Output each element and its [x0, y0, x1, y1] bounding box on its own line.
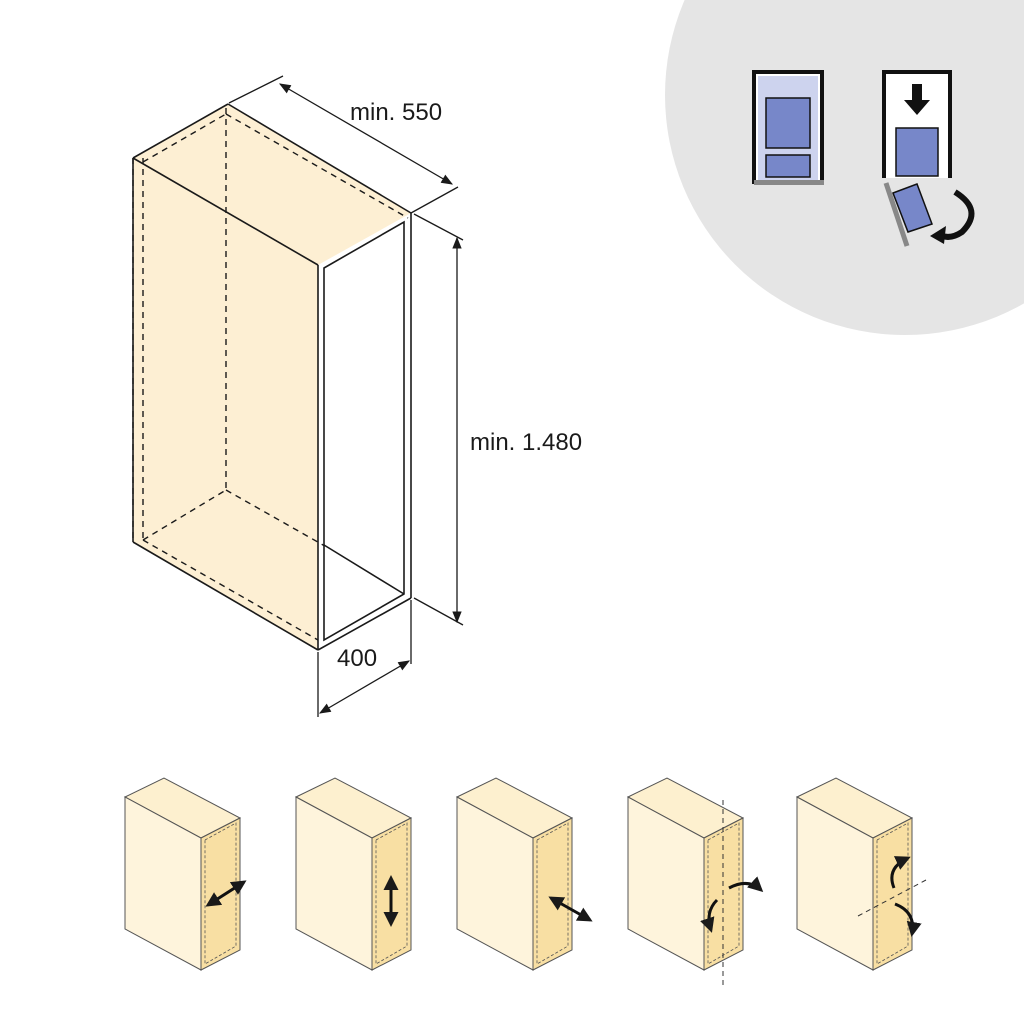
- height-dimension: [413, 213, 464, 626]
- width-label: 400: [337, 645, 377, 672]
- mounting-options: [123, 777, 927, 985]
- door-rotate-icon: [795, 777, 927, 971]
- adjust-depth-icon: [123, 777, 247, 971]
- adjust-lateral-icon: [455, 777, 593, 971]
- main-cabinet: [132, 103, 412, 651]
- pullout-cabinet-icon: [752, 70, 824, 185]
- width-dimension: [317, 600, 412, 717]
- height-label: min. 1.480: [470, 429, 582, 456]
- depth-label: min. 550: [350, 99, 442, 126]
- pullout-down-swing-icon: [882, 70, 975, 247]
- info-badge: [665, 0, 1024, 335]
- depth-dimension: [228, 75, 459, 214]
- adjust-height-icon: [294, 777, 413, 971]
- door-swing-icon: [626, 777, 764, 985]
- cabinet-side-panel: [133, 104, 411, 650]
